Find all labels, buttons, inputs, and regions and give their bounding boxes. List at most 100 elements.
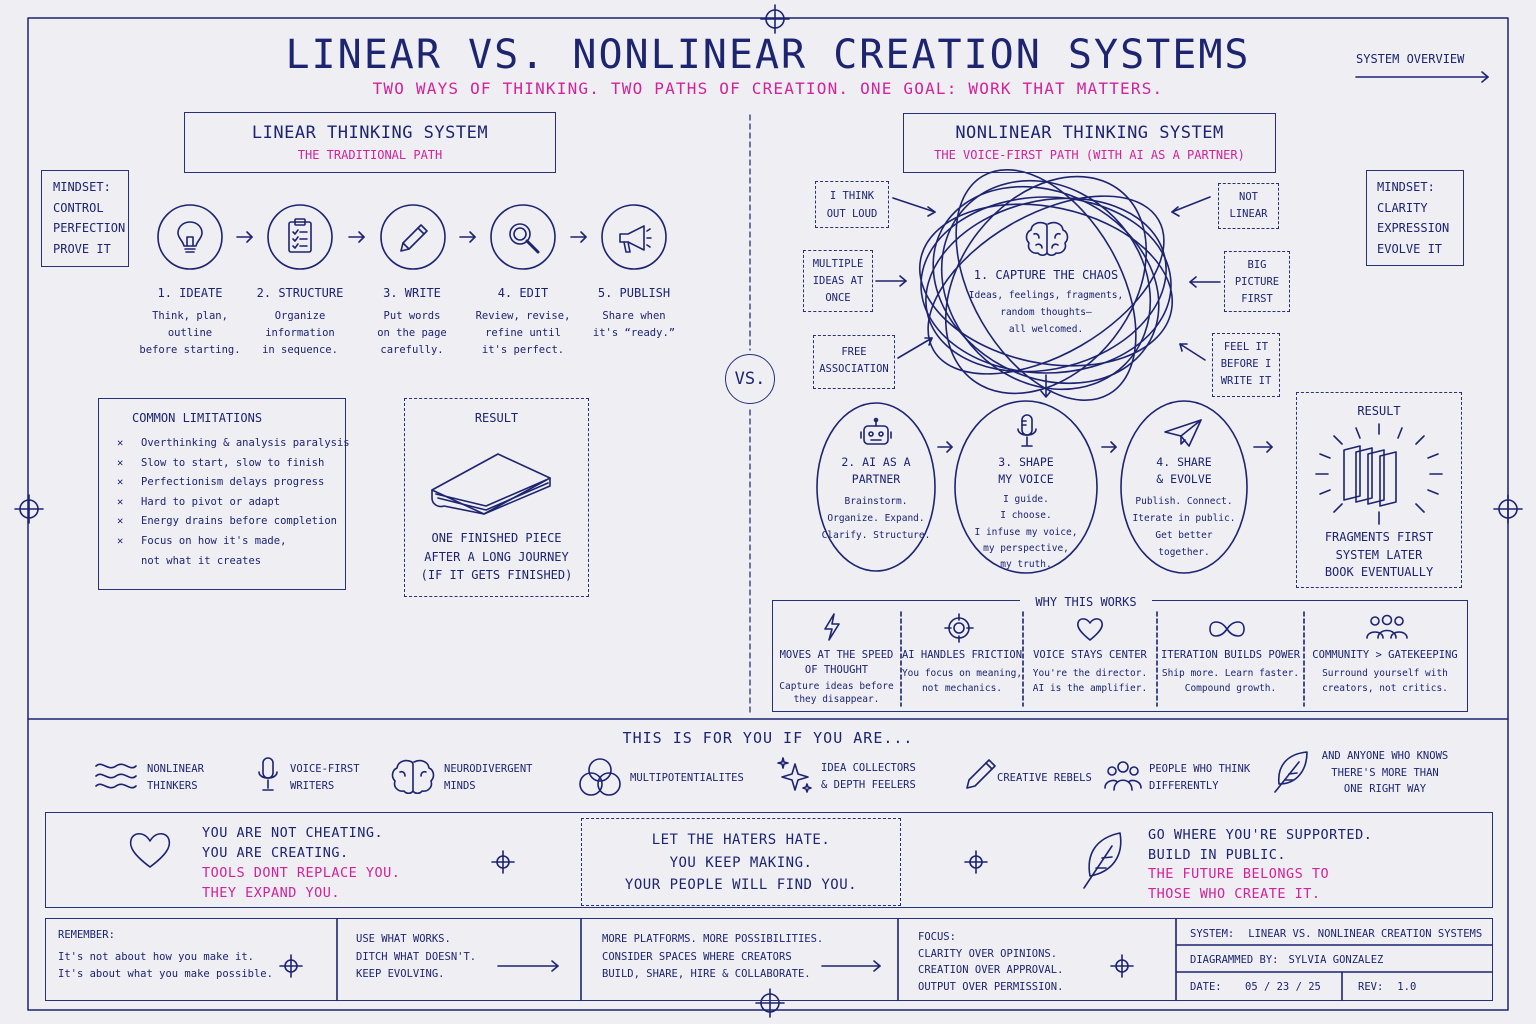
- why-item-friction: AI HANDLES FRICTION You focus on meaning…: [901, 648, 1023, 696]
- why-item-desc: Ship more. Learn faster.Compound growth.: [1161, 668, 1300, 694]
- meta-rev: REV:1.0: [1358, 981, 1417, 993]
- stage-desc: I guide.I choose.I infuse my voice,my pe…: [974, 494, 1078, 571]
- chaos-desc: Ideas, feelings, fragments,random though…: [968, 290, 1124, 335]
- leaf-icon: [1274, 751, 1308, 793]
- lightning-icon: [824, 613, 840, 641]
- page-subtitle: TWO WAYS OF THINKING. TWO PATHS OF CREAT…: [372, 79, 1164, 98]
- why-item-desc: You focus on meaning,not mechanics.: [901, 668, 1023, 694]
- system-overview-label: SYSTEM OVERVIEW: [1356, 52, 1465, 66]
- footer-remember: REMEMBER: It's not about how you make it…: [58, 928, 273, 983]
- result-title: RESULT: [1357, 404, 1401, 418]
- affirmation-right: GO WHERE YOU'RE SUPPORTED.BUILD IN PUBLI…: [1148, 827, 1373, 902]
- mindset-item: CLARITY: [1377, 200, 1428, 215]
- why-item-voice: VOICE STAYS CENTER You're the director.A…: [1023, 648, 1157, 696]
- chaos-text: 1. CAPTURE THE CHAOS Ideas, feelings, fr…: [966, 266, 1126, 338]
- robot-icon: [860, 417, 892, 445]
- why-item-title: ITERATION BUILDS POWER: [1160, 649, 1301, 661]
- vs-badge: VS.: [725, 354, 775, 404]
- page-title: LINEAR VS. NONLINEAR CREATION SYSTEMS: [285, 32, 1251, 78]
- crosshair-icon: [14, 494, 44, 524]
- stage-desc: Publish. Connect.Iterate in public.Get b…: [1132, 496, 1236, 558]
- clipboard-icon: [288, 218, 312, 253]
- crosshair-icon: [1493, 494, 1523, 524]
- pencil-icon: [966, 759, 996, 789]
- nonlinear-title: NONLINEAR THINKING SYSTEM: [955, 123, 1224, 143]
- people-icon: [1104, 761, 1142, 791]
- nonlinear-mindset-box: MINDSET: CLARITY EXPRESSION EVOLVE IT: [1366, 170, 1464, 266]
- linear-result-box: RESULT: [404, 398, 589, 597]
- target-icon: [944, 613, 974, 643]
- book-icon: [431, 453, 551, 515]
- why-dividers: [900, 611, 1305, 707]
- mindset-label: MINDSET:: [53, 180, 111, 194]
- affirmation-center: LET THE HATERS HATE.YOU KEEP MAKING.YOUR…: [581, 818, 901, 906]
- mindset-item: PROVE IT: [53, 241, 111, 256]
- limitations-box: COMMON LIMITATIONS: [98, 398, 346, 590]
- step-title: 5. PUBLISH: [597, 286, 671, 300]
- remember-text: It's not about how you make it.It's abou…: [58, 951, 273, 980]
- step-title: 2. STRUCTURE: [256, 286, 344, 300]
- heart-icon: [129, 832, 171, 868]
- audience-item-creative-rebels: CREATIVE REBELS: [997, 772, 1092, 784]
- step-title: 1. IDEATE: [157, 286, 223, 300]
- crosshair-icon: [760, 4, 790, 34]
- audience-title: THIS IS FOR YOU IF YOU ARE...: [622, 729, 914, 747]
- limitations-title: COMMON LIMITATIONS: [132, 411, 263, 425]
- meta-date: DATE:05 / 23 / 25: [1190, 981, 1321, 993]
- mindset-item: CONTROL: [53, 200, 104, 215]
- limitations-list: ✕Overthinking & analysis paralysis ✕Slow…: [117, 434, 350, 571]
- x-icon: ✕: [117, 515, 124, 528]
- x-icon: ✕: [117, 476, 124, 489]
- mindset-label: MINDSET:: [1377, 180, 1435, 194]
- stage-title: 4. SHARE& EVOLVE: [1156, 455, 1212, 486]
- meta-diagrammed: DIAGRAMMED BY:SYLVIA GONZALEZ: [1190, 954, 1384, 966]
- list-item: ✕Overthinking & analysis paralysis: [117, 434, 350, 454]
- waves-icon: [95, 763, 137, 789]
- linear-title: LINEAR THINKING SYSTEM: [251, 123, 489, 143]
- list-item: ✕Focus on how it's made,: [117, 532, 350, 552]
- list-item: ✕Slow to start, slow to finish: [117, 454, 350, 474]
- stage-share-evolve: 4. SHARE& EVOLVE Publish. Connect.Iterat…: [1124, 454, 1244, 561]
- pencil-icon: [400, 224, 428, 252]
- leaf-icon: [1083, 832, 1122, 889]
- nonlinear-title-box: NONLINEAR THINKING SYSTEM THE VOICE-FIRS…: [903, 113, 1276, 173]
- arrow-right-icon: [1355, 71, 1489, 83]
- linear-steps-icons: [157, 204, 667, 270]
- linear-title-box: LINEAR THINKING SYSTEM THE TRADITIONAL P…: [184, 112, 556, 173]
- nonlinear-result-box: RESULT: [1296, 392, 1462, 588]
- list-item: ✕Hard to pivot or adapt: [117, 493, 350, 513]
- step-title: 4. EDIT: [497, 286, 549, 300]
- footer-box: [45, 918, 1493, 1001]
- why-title: WHY THIS WORKS: [1020, 593, 1152, 612]
- audience-item-multipotentialites: MULTIPOTENTIALITES: [630, 772, 744, 784]
- microphone-icon: [258, 757, 278, 791]
- crosshair-icon: [964, 850, 988, 874]
- heart-icon: [1077, 618, 1103, 641]
- circles-icon: [579, 758, 621, 796]
